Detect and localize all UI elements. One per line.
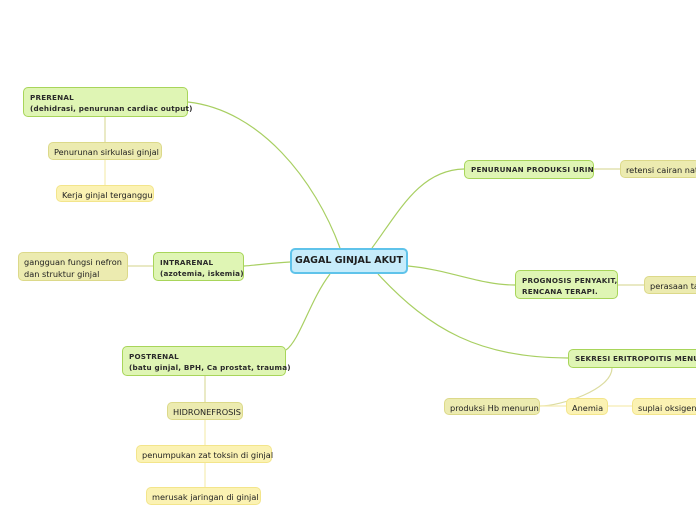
link-root-prognosis (407, 265, 516, 286)
postrenal-child-jaringan[interactable]: merusak jaringan di ginjal (146, 487, 261, 505)
postrenal-detail: (batu ginjal, BPH, Ca prostat, trauma) (129, 363, 291, 372)
intrarenal-node[interactable]: INTRARENAL (azotemia, iskemia) (153, 252, 244, 281)
erythro-child-hb[interactable]: produksi Hb menurun (444, 398, 540, 415)
prerenal-detail: (dehidrasi, penurunan cardiac output) (30, 104, 193, 113)
link-root-prerenal (187, 101, 341, 249)
link-root-postrenal (285, 273, 331, 351)
intrarenal-child[interactable]: gangguan fungsi nefron dan struktur ginj… (18, 252, 128, 281)
urine-title: PENURUNAN PRODUKSI URIN (471, 165, 594, 174)
link-root-intrarenal (243, 261, 291, 267)
link-root-erythro (377, 273, 569, 359)
postrenal-child-hidronefrosis[interactable]: HIDRONEFROSIS (167, 402, 243, 420)
intrarenal-title: INTRARENAL (160, 258, 214, 267)
intrarenal-detail: (azotemia, iskemia) (160, 269, 244, 278)
link-root-urine (371, 168, 465, 249)
prognosis-line-2: RENCANA TERAPI. (522, 287, 598, 296)
prerenal-child-1-label: Penurunan sirkulasi ginjal (54, 147, 159, 157)
postrenal-child-3-label: merusak jaringan di ginjal (152, 492, 259, 502)
urine-child[interactable]: retensi cairan nat (620, 160, 696, 178)
urine-node[interactable]: PENURUNAN PRODUKSI URIN (464, 160, 594, 179)
erythro-child-2-label: Anemia (572, 403, 604, 413)
intrarenal-child-line-1: gangguan fungsi nefron (24, 257, 122, 267)
postrenal-node[interactable]: POSTRENAL (batu ginjal, BPH, Ca prostat,… (122, 346, 291, 376)
urine-child-label: retensi cairan nat (626, 165, 696, 175)
prognosis-node[interactable]: PROGNOSIS PENYAKIT, RENCANA TERAPI. (515, 270, 618, 299)
prerenal-child-2-label: Kerja ginjal terganggu (62, 190, 153, 200)
prerenal-title: PRERENAL (30, 93, 74, 102)
root-node[interactable]: GAGAL GINJAL AKUT (290, 248, 408, 274)
postrenal-child-1-label: HIDRONEFROSIS (173, 407, 241, 417)
erythro-child-anemia[interactable]: Anemia (566, 398, 608, 415)
erythro-node[interactable]: SEKRESI ERITROPOITIS MENUR (568, 349, 696, 368)
postrenal-child-2-label: penumpukan zat toksin di ginjal (142, 450, 274, 460)
intrarenal-child-line-2: dan struktur ginjal (24, 269, 100, 279)
postrenal-child-toksin[interactable]: penumpukan zat toksin di ginjal (136, 445, 274, 463)
prognosis-child-label: perasaan ta (650, 281, 696, 291)
erythro-child-oksigen[interactable]: suplai oksigen m (632, 398, 696, 415)
prerenal-node[interactable]: PRERENAL (dehidrasi, penurunan cardiac o… (23, 87, 193, 117)
prerenal-child-2[interactable]: Kerja ginjal terganggu (56, 185, 154, 202)
postrenal-title: POSTRENAL (129, 352, 179, 361)
erythro-title: SEKRESI ERITROPOITIS MENUR (575, 354, 696, 363)
prognosis-child[interactable]: perasaan ta (644, 276, 696, 294)
root-label: GAGAL GINJAL AKUT (295, 255, 403, 266)
erythro-child-3-label: suplai oksigen m (638, 403, 696, 413)
erythro-child-1-label: produksi Hb menurun (450, 403, 539, 413)
prerenal-child-1[interactable]: Penurunan sirkulasi ginjal (48, 142, 162, 160)
prognosis-line-1: PROGNOSIS PENYAKIT, (522, 276, 618, 285)
